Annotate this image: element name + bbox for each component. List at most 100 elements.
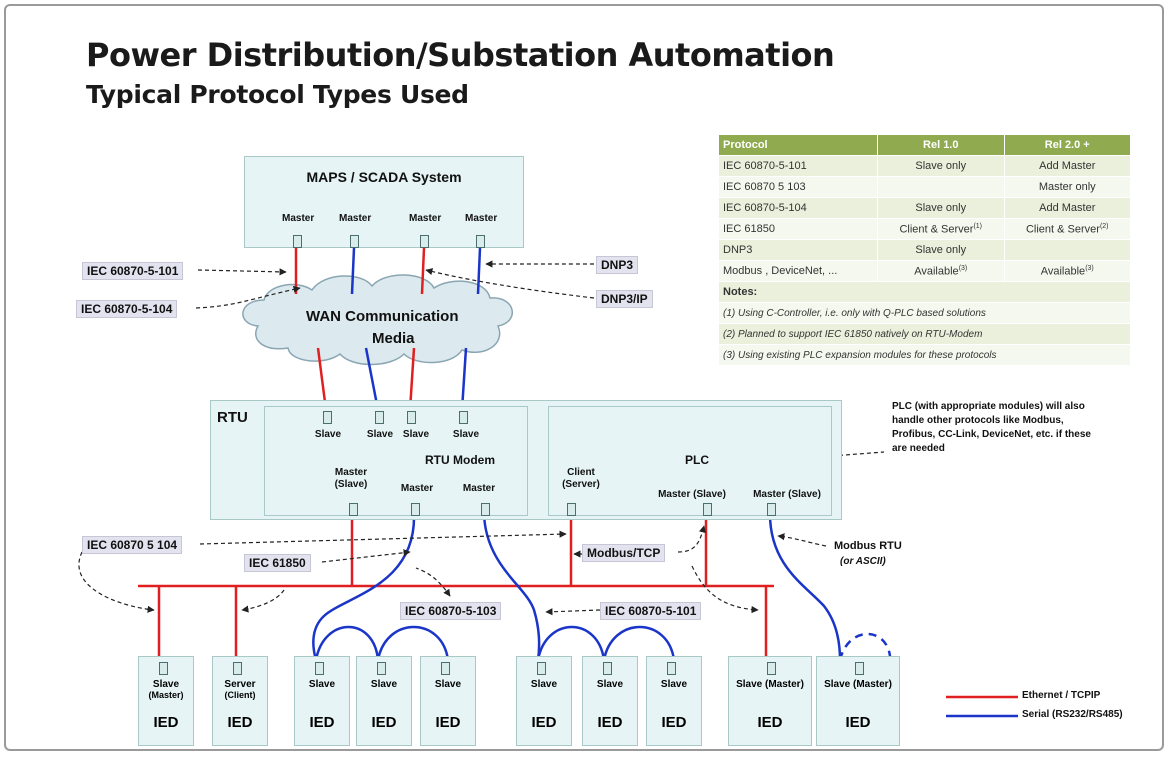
- ied-role-text: Slave: [660, 679, 688, 690]
- scada-port-3: [420, 235, 429, 248]
- ied-port: [377, 662, 386, 675]
- table-cell: IEC 61850: [718, 218, 878, 240]
- plc-port-3: [767, 503, 776, 516]
- ied-name: IED: [531, 714, 557, 731]
- ied-name: IED: [597, 714, 623, 731]
- table-cell: DNP3: [718, 239, 878, 261]
- table-cell: Slave only: [877, 197, 1005, 219]
- table-cell-text: DNP3: [723, 244, 753, 256]
- table-header: Rel 1.0: [877, 134, 1005, 156]
- annotation-arrows: [78, 260, 885, 616]
- protocol-table: Protocol Rel 1.0 Rel 2.0 + IEC 60870-5-1…: [718, 134, 1131, 366]
- ied-port: [855, 662, 864, 675]
- ied-name: IED: [661, 714, 687, 731]
- footnote-ref: (1): [973, 222, 983, 230]
- table-cell-text: Add Master: [1039, 202, 1096, 214]
- wan-cloud: [242, 274, 514, 366]
- ied-box: Server(Client)IED: [212, 656, 268, 746]
- table-cell-text: IEC 60870-5-101: [723, 160, 807, 172]
- table-cell: Add Master: [1003, 197, 1131, 219]
- notes-header: Notes:: [718, 281, 1131, 303]
- ied-name: IED: [435, 714, 461, 731]
- ied-role: Slave: [295, 679, 349, 690]
- rtu-slave-label-3: Slave: [402, 429, 430, 440]
- table-header: Rel 2.0 +: [1003, 134, 1131, 156]
- ied-role: Slave (Master): [729, 679, 811, 690]
- scada-port-label-3: Master: [409, 213, 442, 224]
- ied-role: Slave: [583, 679, 637, 690]
- scada-port-label-4: Master: [465, 213, 498, 224]
- ied-role: Slave (Master): [817, 679, 899, 690]
- page-subtitle: Typical Protocol Types Used: [86, 80, 469, 109]
- rtu-modem-port-3: [481, 503, 490, 516]
- wan-label-2: Media: [372, 330, 415, 347]
- table-row: DNP3 Slave only: [718, 239, 1131, 261]
- rtu-slave-label-2: Slave: [366, 429, 394, 440]
- ethernet-bus: [138, 516, 1018, 699]
- ied-role: Slave: [517, 679, 571, 690]
- slide: Power Distribution/Substation Automation…: [4, 4, 1164, 751]
- label-iec61850: IEC 61850: [244, 554, 311, 572]
- table-cell-text: Slave only: [915, 244, 967, 256]
- rtu-slave-label-1: Slave: [314, 429, 342, 440]
- ied-role: Slave: [647, 679, 701, 690]
- table-cell: IEC 60870 5 103: [718, 176, 878, 198]
- table-row: IEC 60870 5 103 Master only: [718, 176, 1131, 198]
- rtu-modem-box: Slave Slave Slave Slave RTU Modem Master…: [264, 406, 528, 516]
- table-cell-text: IEC 61850: [723, 223, 775, 235]
- wan-label-1: WAN Communication: [306, 308, 459, 325]
- page-title: Power Distribution/Substation Automation: [86, 36, 835, 74]
- table-note: (3) Using existing PLC expansion modules…: [718, 344, 1131, 366]
- ied-role: Slave: [357, 679, 411, 690]
- ied-port: [667, 662, 676, 675]
- table-cell: Slave only: [877, 155, 1005, 177]
- table-cell-text: Client & Server: [899, 223, 974, 236]
- rtu-modem-port-label-3: Master: [462, 483, 496, 494]
- table-cell: [877, 176, 1005, 198]
- table-cell-text: Available: [914, 265, 959, 278]
- ied-role-text: Server: [224, 679, 256, 690]
- ied-role-text: Slave: [434, 679, 462, 690]
- table-cell: Modbus , DeviceNet, ...: [718, 260, 878, 282]
- table-cell: Available(3): [877, 260, 1005, 282]
- table-cell-text: IEC 60870-5-104: [723, 202, 807, 214]
- label-modbus-rtu-sub: (or ASCII): [840, 556, 886, 567]
- label-dnp3ip: DNP3/IP: [596, 290, 653, 308]
- table-row: (1) Using C-Controller, i.e. only with Q…: [718, 302, 1131, 324]
- table-cell: IEC 60870-5-104: [718, 197, 878, 219]
- table-row: (2) Planned to support IEC 61850 nativel…: [718, 323, 1131, 345]
- table-cell-text: Master only: [1038, 181, 1096, 193]
- ied-role-text: Slave: [152, 679, 180, 690]
- footnote-ref: (3): [958, 264, 968, 272]
- footnote-ref: (3): [1085, 264, 1094, 272]
- ied-port: [537, 662, 546, 675]
- plc-port-label-3: Master (Slave): [753, 489, 821, 500]
- legend-serial-label: Serial (RS232/RS485): [1022, 709, 1123, 720]
- label-iec104-mid: IEC 60870 5 104: [82, 536, 183, 554]
- scada-box: MAPS / SCADA System Master Master Master…: [244, 156, 524, 248]
- ied-port: [233, 662, 242, 675]
- table-cell: Add Master: [1003, 155, 1131, 177]
- rtu-label: RTU: [217, 409, 248, 426]
- ied-name: IED: [153, 714, 179, 731]
- table-header: Protocol: [718, 134, 878, 156]
- plc-box: PLC Client (Server) Master (Slave) Maste…: [548, 406, 832, 516]
- ied-port: [603, 662, 612, 675]
- ied-role-text: Slave: [530, 679, 558, 690]
- rtu-modem-port-1: [349, 503, 358, 516]
- connection-diagram: [78, 247, 1018, 718]
- plc-note: PLC (with appropriate modules) will also…: [892, 401, 1091, 454]
- ied-role: Server(Client): [213, 679, 267, 701]
- table-note: (1) Using C-Controller, i.e. only with Q…: [718, 302, 1131, 324]
- rtu-slave-port-2: [375, 411, 384, 424]
- legend-ethernet-label: Ethernet / TCPIP: [1022, 690, 1101, 701]
- ied-port: [767, 662, 776, 675]
- plc-port-label-1: Client (Server): [562, 467, 600, 490]
- table-row: IEC 60870-5-104 Slave only Add Master: [718, 197, 1131, 219]
